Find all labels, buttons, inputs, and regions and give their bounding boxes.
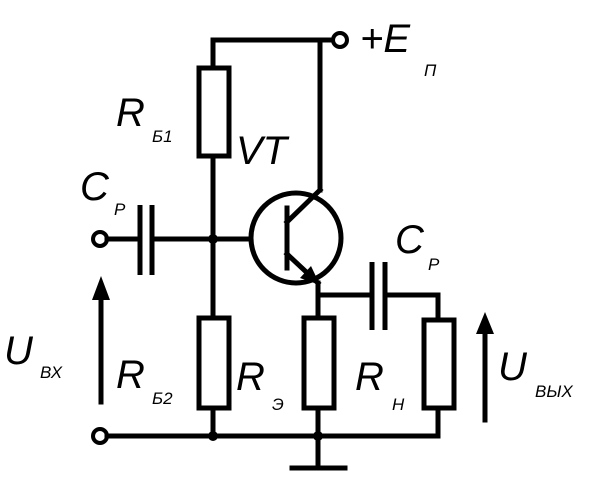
supply-terminal: [331, 31, 349, 49]
output-capacitor-label: C: [395, 218, 425, 262]
ground-junction-dot-right: [313, 431, 323, 441]
transistor-collector-lead: [283, 186, 324, 226]
input-voltage-label: U: [4, 329, 34, 373]
transistor-vt: [248, 190, 344, 286]
input-voltage-label-subscript: ВХ: [40, 363, 63, 382]
output-capacitor-label-subscript: Р: [428, 255, 440, 274]
output-voltage-label-subscript: ВЫХ: [535, 382, 573, 401]
input-capacitor-label: C: [80, 165, 110, 209]
supply-label-subscript: П: [424, 61, 437, 80]
rb1-label: R: [116, 91, 145, 135]
emitter-arrow-icon: [300, 266, 320, 285]
transistor-label: VT: [236, 129, 290, 173]
re-label-subscript: Э: [272, 395, 284, 414]
rb2-label: R: [116, 353, 145, 397]
resistor-re: [301, 315, 337, 411]
rb2-label-subscript: Б2: [152, 389, 173, 408]
output-voltage-label: U: [498, 345, 528, 389]
resistor-rl: [421, 317, 457, 411]
rl-label: R: [355, 355, 384, 399]
rl-label-subscript: Н: [392, 395, 405, 414]
output-voltage-arrow-icon: [476, 312, 494, 334]
supply-label: +E: [360, 17, 411, 61]
rb1-label-subscript: Б1: [152, 127, 173, 146]
re-label: R: [236, 355, 265, 399]
input-capacitor-label-subscript: Р: [114, 200, 126, 219]
base-junction-dot: [208, 234, 218, 244]
resistor-rb1: [196, 65, 232, 159]
ground-junction-dot-left: [208, 431, 218, 441]
input-voltage-arrow-icon: [92, 276, 110, 300]
resistor-rb2: [196, 315, 232, 411]
